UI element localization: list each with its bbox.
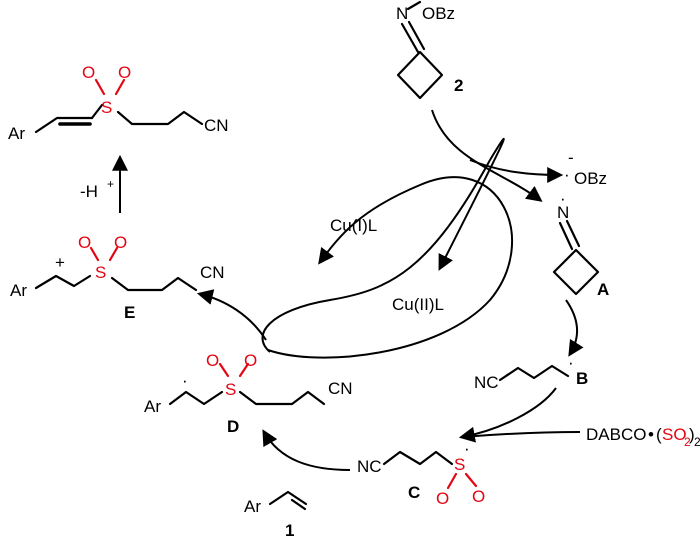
obz-minus: -: [568, 148, 574, 167]
intermediate-d: Ar · S O O CN D: [144, 351, 353, 436]
benzoate-anion: - OBz ·: [564, 148, 607, 188]
so2-close-paren: ): [689, 425, 695, 444]
r1-chain: [268, 490, 308, 506]
r2-label: 2: [454, 76, 463, 95]
d-cn-label: CN: [328, 379, 353, 398]
c-radical-dot: ·: [464, 439, 470, 458]
d-oxygen-2: O: [244, 351, 257, 370]
c-chain: [382, 450, 454, 466]
r2-obz-label: OBz: [422, 4, 455, 23]
d-sulfur: S: [225, 380, 236, 399]
copper-cycle: Cu(I)L Cu(II)L: [196, 138, 514, 359]
product-sulfur: S: [101, 98, 112, 117]
product-vinyl-sulfone: Ar S O O CN: [8, 63, 229, 143]
e-cation-plus: +: [55, 253, 65, 272]
minus-h-label: -H: [80, 182, 98, 201]
deprotonation-step: -H +: [80, 154, 128, 213]
r2-cyclobutane: [396, 50, 444, 100]
a-radical-dot: ·: [560, 189, 566, 208]
obz-release-arrow: [469, 159, 564, 183]
cu-oxidation-arc: [267, 176, 514, 359]
c-label: C: [408, 483, 420, 502]
obz-dot: ·: [564, 165, 570, 184]
c-oxygen-2: O: [472, 487, 485, 506]
r1-ar-label: Ar: [244, 497, 261, 516]
e-ar-label: Ar: [10, 281, 27, 300]
e-chain-left: [34, 274, 92, 290]
intermediate-e: Ar + S O O CN E: [10, 233, 225, 322]
a-label: A: [597, 280, 609, 299]
d-oxygen-1: O: [206, 351, 219, 370]
product-alkyl-chain: [116, 110, 204, 126]
e-label: E: [124, 303, 135, 322]
a-cyclobutane: [552, 248, 600, 296]
r2-n-label: N: [396, 4, 408, 23]
d-ar-label: Ar: [144, 397, 161, 416]
cu-ii-label: Cu(II)L: [392, 295, 444, 314]
styrene-1: Ar 1: [244, 490, 308, 540]
c-nc-label: NC: [357, 457, 382, 476]
to-e-arrow: [196, 289, 267, 341]
so2-count: 2: [694, 435, 700, 449]
product-cn-label: CN: [204, 116, 229, 135]
cyanoalkyl-radical-b: NC · B: [474, 353, 588, 392]
oxime-ester-2: N OBz 2: [396, 0, 463, 100]
e-oxygen-2: O: [114, 233, 127, 252]
dabco-arrow: [461, 431, 581, 438]
so2-formula: SO: [662, 425, 687, 444]
cu-reduction-arc: [261, 159, 491, 353]
product-oxygen-2: O: [118, 63, 131, 82]
plus-superscript: +: [107, 177, 114, 191]
d-chain-left: [168, 390, 224, 406]
b-chain: [498, 364, 570, 382]
product-ar-label: Ar: [8, 124, 25, 143]
sulfonyl-radical-c: NC S · O O C: [357, 439, 485, 508]
product-chain-bond: [34, 116, 94, 134]
b-radical-dot: ·: [568, 353, 574, 372]
b-to-c-arrow: [458, 387, 557, 443]
d-label: D: [227, 417, 239, 436]
so2-open-paren: (: [656, 425, 662, 444]
so2-subscript: 2: [684, 435, 691, 449]
iminyl-radical-a: N · A: [552, 189, 609, 299]
e-alkyl-chain: [110, 276, 198, 292]
e-oxygen-1: O: [78, 233, 91, 252]
e-sulfur: S: [95, 263, 106, 282]
cu-i-label: Cu(I)L: [330, 216, 377, 235]
d-alkyl-chain: [238, 390, 326, 406]
d-radical-dot: ·: [182, 371, 188, 390]
e-cn-label: CN: [200, 263, 225, 282]
a-n-label: N: [557, 203, 569, 222]
dabco-so2-reagent: DABCO • ( SO 2 ) 2: [461, 425, 700, 449]
product-oxygen-1: O: [82, 63, 95, 82]
c-oxygen-1: O: [436, 489, 449, 508]
a-to-b-arrow: [565, 299, 584, 357]
dabco-label: DABCO: [586, 425, 646, 444]
c-sulfur: S: [454, 455, 465, 474]
b-label: B: [576, 369, 588, 388]
c-to-d-arrow: [262, 429, 351, 471]
obz-anion-label: OBz: [574, 169, 607, 188]
dabco-dot: •: [648, 425, 654, 444]
r1-label: 1: [285, 521, 294, 540]
b-nc-label: NC: [474, 373, 499, 392]
